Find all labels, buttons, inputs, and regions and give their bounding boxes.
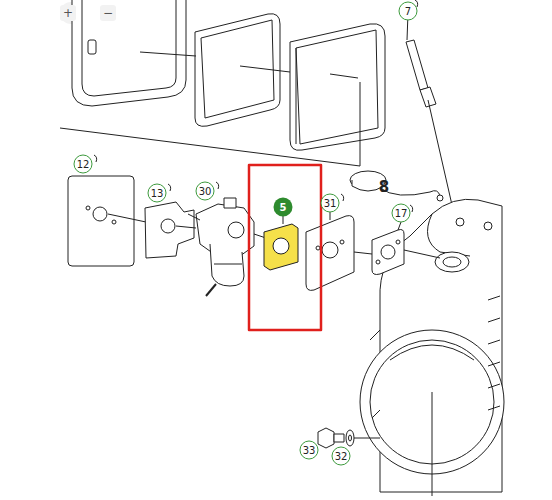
callout-number: 17 bbox=[392, 204, 411, 223]
zoom-button: − bbox=[100, 5, 116, 21]
callout-number: 12 bbox=[74, 155, 93, 174]
callout-number: 13 bbox=[148, 184, 167, 203]
cooling-fin bbox=[488, 340, 500, 344]
cooling-fin bbox=[488, 384, 500, 388]
cooling-fin bbox=[488, 362, 500, 366]
callout-number: 7 bbox=[399, 2, 418, 21]
callout-number: 31 bbox=[321, 194, 340, 213]
cooling-fin bbox=[488, 406, 500, 410]
callout-number: 30 bbox=[196, 182, 215, 201]
callout-number: 5 bbox=[274, 198, 293, 217]
cooling-fin bbox=[488, 318, 500, 322]
cooling-fin bbox=[488, 296, 500, 300]
zoom-button: + bbox=[60, 5, 76, 21]
callout-number: 8 bbox=[379, 180, 389, 195]
callout-number: 33 bbox=[300, 441, 319, 460]
callout-number: 32 bbox=[332, 447, 351, 466]
